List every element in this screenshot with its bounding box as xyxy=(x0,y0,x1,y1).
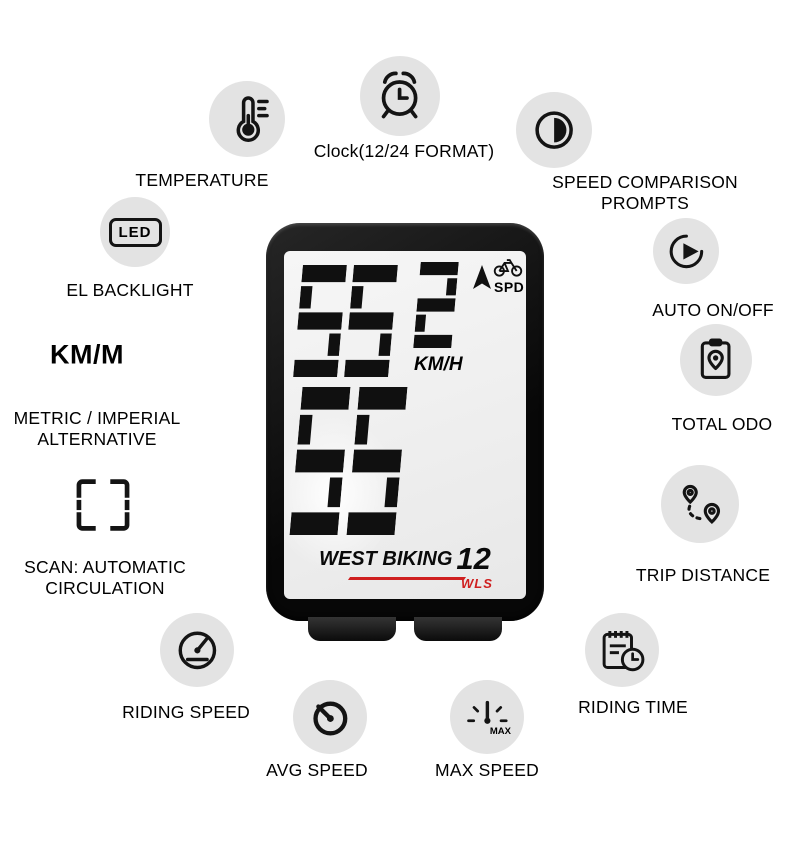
riding-time-feature xyxy=(585,613,659,687)
lcd-speed-digits xyxy=(293,265,405,377)
clock-feature xyxy=(360,56,440,136)
riding-time-label: RIDING TIME xyxy=(578,697,688,717)
total-odo-feature xyxy=(680,324,752,396)
scan-frame-icon xyxy=(76,479,130,531)
max-speed-feature: MAX xyxy=(450,680,524,754)
gauge-needle-icon xyxy=(313,701,347,736)
alarm-clock-icon xyxy=(382,71,418,119)
up-arrow-icon xyxy=(473,265,491,289)
lcd-lower-digits xyxy=(289,387,417,535)
max-gauge-icon xyxy=(466,700,508,724)
riding-speed-feature xyxy=(160,613,234,687)
clipboard-pin-icon xyxy=(701,338,731,380)
bicycle-icon xyxy=(493,259,523,277)
trip-distance-label: TRIP DISTANCE xyxy=(635,565,771,585)
spd-label: SPD xyxy=(494,279,525,295)
avg-speed-label: AVG SPEED xyxy=(266,760,368,780)
auto-on-off-feature xyxy=(653,218,719,284)
brand-script: WLS xyxy=(461,576,493,591)
lcd-speed-decimal xyxy=(413,262,459,348)
metric-imperial-label: METRIC / IMPERIAL ALTERNATIVE xyxy=(13,408,181,449)
el-backlight-feature: LED xyxy=(100,197,170,267)
speedometer-icon xyxy=(178,631,216,669)
thermometer-icon xyxy=(236,96,269,142)
temperature-feature xyxy=(209,81,285,157)
power-play-icon xyxy=(669,234,703,268)
brand-red-swoosh xyxy=(348,577,467,580)
device-right-button xyxy=(414,617,502,641)
avg-speed-feature xyxy=(293,680,367,754)
device-left-button xyxy=(308,617,396,641)
max-icon-text: MAX xyxy=(489,726,511,737)
max-speed-label: MAX SPEED xyxy=(435,760,539,780)
el-backlight-label: EL BACKLIGHT xyxy=(66,280,194,300)
riding-speed-label: RIDING SPEED xyxy=(122,702,250,722)
total-odo-label: TOTAL ODO xyxy=(671,414,773,434)
kmh-unit-label: KM/H xyxy=(414,354,463,375)
temperature-label: TEMPERATURE xyxy=(135,170,269,190)
scan-label: SCAN: AUTOMATIC CIRCULATION xyxy=(24,557,186,598)
contrast-icon xyxy=(535,111,573,149)
brand-model: 12 xyxy=(456,541,491,576)
clock-format-label: Clock(12/24 FORMAT) xyxy=(313,141,495,161)
trip-distance-feature xyxy=(661,465,739,543)
brand-name: WEST BIKING xyxy=(319,548,453,570)
speed-comparison-label: SPEED COMPARISON PROMPTS xyxy=(552,172,738,213)
speed-comparison-feature xyxy=(516,92,592,168)
led-icon: LED xyxy=(108,217,162,247)
route-pins-icon xyxy=(682,485,721,525)
km-m-icon: KM/M xyxy=(50,339,124,370)
scan-feature xyxy=(70,472,136,538)
auto-on-off-label: AUTO ON/OFF xyxy=(652,300,774,320)
notepad-clock-icon xyxy=(602,630,645,671)
